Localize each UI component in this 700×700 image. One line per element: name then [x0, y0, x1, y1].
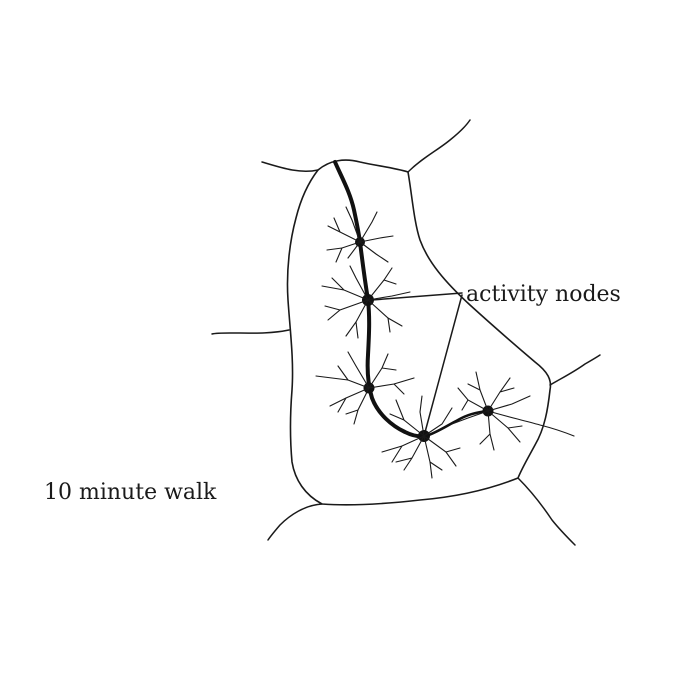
road-northwest [261, 161, 319, 173]
road-east [549, 354, 601, 386]
activity-node-5 [451, 371, 531, 451]
activity-node-4 [381, 395, 461, 479]
activity-node-3 [315, 351, 415, 425]
pointer-line-node-4 [423, 294, 463, 437]
spine-east-extension [487, 410, 575, 437]
road-north [407, 119, 471, 173]
activity-node-1 [326, 206, 394, 263]
road-southwest [267, 503, 323, 541]
activity-spine-east [424, 409, 490, 438]
activity-spine [333, 160, 428, 439]
road-west [211, 329, 290, 335]
pointer-line-node-2 [371, 292, 463, 301]
road-southeast [517, 477, 576, 546]
activity-node-2 [321, 265, 411, 339]
walk-distance-label: 10 minute walk [44, 480, 217, 505]
activity-nodes-label: activity nodes [466, 282, 621, 307]
neighborhood-boundary [286, 159, 552, 506]
